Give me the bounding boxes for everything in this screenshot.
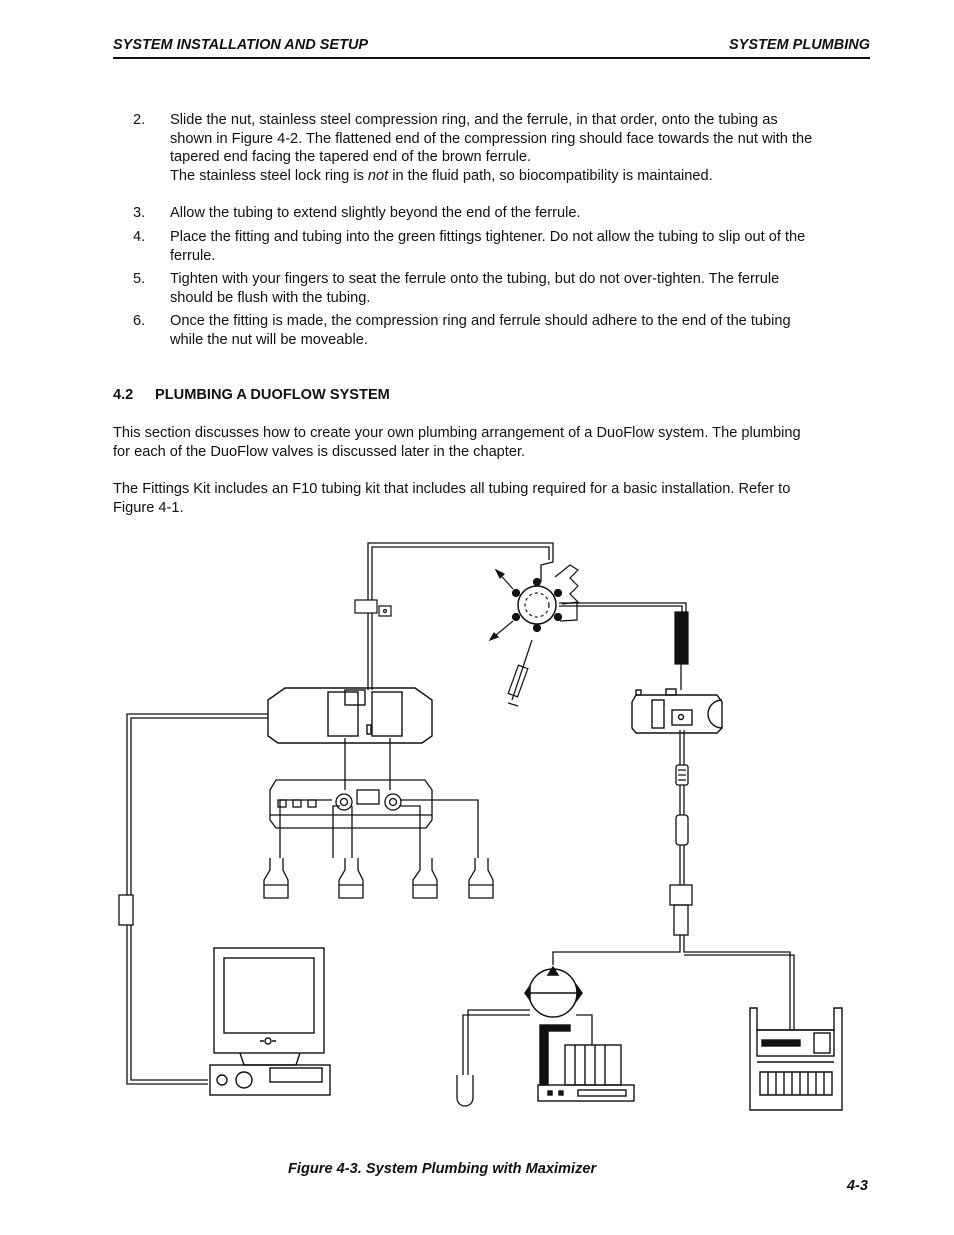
list-item-step-6: 6. Once the fitting is made, the compres… — [133, 312, 873, 349]
body-paragraph: This section discusses how to create you… — [113, 425, 801, 460]
valve-mixer-unit — [269, 779, 433, 829]
step-line: shown in Figure 4-2. The flattened end o… — [170, 130, 813, 147]
step-line: Place the fitting and tubing into the gr… — [170, 229, 806, 245]
figure-caption: Figure 4-3. System Plumbing with Maximiz… — [288, 1161, 597, 1177]
cable-filter — [118, 894, 134, 926]
step-number: 5. — [133, 271, 146, 287]
list-item-step-4: 4. Place the fitting and tubing into the… — [133, 228, 873, 265]
step-line: Once the fitting is made, the compressio… — [170, 313, 791, 329]
header-chapter-title: SYSTEM INSTALLATION AND SETUP — [113, 37, 369, 53]
diverter-valve — [524, 965, 583, 1018]
step-number: 3. — [133, 205, 146, 221]
section-heading: 4.2 PLUMBING A DUOFLOW SYSTEM — [113, 387, 390, 403]
tubing-lines — [126, 542, 795, 1085]
page-number: 4-3 — [846, 1178, 868, 1194]
header-section-title: SYSTEM PLUMBING — [729, 37, 870, 53]
inline-module — [354, 599, 392, 617]
recorder-unit — [537, 1024, 635, 1102]
injection-valve — [488, 564, 580, 642]
step-note: The stainless steel lock ring is not in … — [170, 167, 713, 184]
syringe-icon — [507, 639, 533, 707]
fraction-collector — [749, 1007, 843, 1111]
detector-unit — [631, 688, 723, 734]
step-number: 4. — [133, 229, 146, 245]
step-line: while the nut will be moveable. — [170, 331, 368, 348]
waste-tube — [456, 1075, 474, 1107]
step-line: Tighten with your fingers to seat the fe… — [170, 271, 780, 287]
list-item-step-2: 2. Slide the nut, stainless steel compre… — [133, 111, 873, 185]
list-item-step-5: 5. Tighten with your fingers to seat the… — [133, 270, 873, 307]
system-plumbing-figure — [118, 542, 843, 1111]
pump-workstation — [267, 687, 433, 744]
section-title: PLUMBING A DUOFLOW SYSTEM — [155, 387, 390, 403]
step-line: Slide the nut, stainless steel compressi… — [170, 112, 778, 128]
step-line: ferrule. — [170, 247, 216, 264]
step-number: 2. — [133, 112, 146, 128]
step-number: 6. — [133, 313, 146, 329]
inline-fittings — [669, 764, 693, 936]
list-item-step-3: 3. Allow the tubing to extend slightly b… — [133, 204, 873, 223]
step-line: should be flush with the tubing. — [170, 289, 371, 306]
section-number: 4.2 — [113, 387, 134, 403]
step-line: tapered end facing the tapered end of th… — [170, 149, 532, 165]
buffer-bottles — [263, 858, 494, 899]
column — [674, 611, 689, 665]
computer-icon — [209, 947, 331, 1096]
body-paragraph: The Fittings Kit includes an F10 tubing … — [113, 481, 791, 516]
step-line: Allow the tubing to extend slightly beyo… — [170, 205, 581, 221]
page-header: SYSTEM INSTALLATION AND SETUP SYSTEM PLU… — [113, 37, 870, 59]
